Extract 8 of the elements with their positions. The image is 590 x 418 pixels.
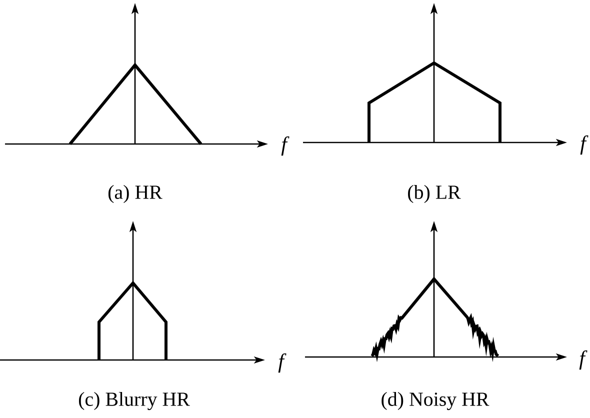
axis-label: f xyxy=(580,135,588,155)
subfigure-caption: (c) Blurry HR xyxy=(79,392,190,410)
subfigure-caption: (a) HR xyxy=(108,184,162,204)
axis-label: f xyxy=(281,136,290,156)
subfigure-caption: (d) Noisy HR xyxy=(382,392,490,410)
axis-label: f xyxy=(579,350,588,370)
axis-label: f xyxy=(278,353,286,373)
subfigure-caption: (b) LR xyxy=(408,184,461,204)
